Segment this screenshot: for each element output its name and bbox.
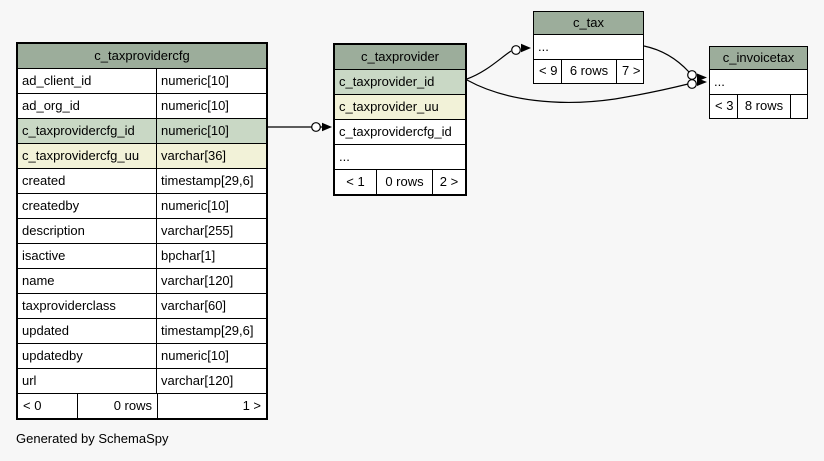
column-type: varchar[255] [161, 223, 234, 238]
column-name: description [18, 219, 157, 243]
table-row: created timestamp[29,6] [18, 169, 266, 194]
table-row-primary-key: c_taxprovider_id [335, 70, 465, 95]
column-type: numeric[10] [161, 73, 229, 88]
column-type: numeric[10] [161, 198, 229, 213]
table-row: ad_client_id numeric[10] [18, 69, 266, 94]
row-count: 8 rows [738, 95, 791, 118]
table-row-ellipsis: ... [534, 35, 643, 60]
zero-or-one-symbol [687, 70, 697, 80]
table-title-c-taxprovider[interactable]: c_taxprovider [335, 45, 465, 70]
column-name: url [18, 369, 157, 393]
children-count [791, 95, 807, 118]
column-type: timestamp[29,6] [161, 323, 254, 338]
children-count: 2 > [439, 174, 459, 189]
column-name: c_taxprovidercfg_id [18, 119, 157, 143]
parents-count: < 0 [18, 394, 78, 418]
column-type: varchar[60] [161, 298, 227, 313]
children-count: 1 > [242, 398, 261, 413]
row-count: 0 rows [78, 394, 158, 418]
row-count: 6 rows [562, 60, 617, 83]
table-c-tax: c_tax ... < 9 6 rows 7 > [533, 11, 644, 84]
zero-or-one-symbol [311, 122, 321, 132]
column-name: c_taxprovider_uu [339, 99, 439, 114]
column-name: created [18, 169, 157, 193]
generated-by-text: Generated by SchemaSpy [16, 431, 169, 446]
table-footer: < 0 0 rows 1 > [18, 394, 266, 418]
arrowhead [697, 73, 707, 82]
ellipsis: ... [339, 149, 350, 164]
column-name: createdby [18, 194, 157, 218]
table-row: ad_org_id numeric[10] [18, 94, 266, 119]
ellipsis: ... [714, 74, 725, 89]
ellipsis: ... [538, 39, 549, 54]
table-footer: < 9 6 rows 7 > [534, 60, 643, 83]
column-type: timestamp[29,6] [161, 173, 254, 188]
column-name: ad_client_id [18, 69, 157, 93]
table-title-c-taxprovidercfg[interactable]: c_taxprovidercfg [18, 44, 266, 69]
column-type: numeric[10] [161, 98, 229, 113]
column-name: ad_org_id [18, 94, 157, 118]
table-title-c-tax[interactable]: c_tax [534, 12, 643, 35]
column-name: taxproviderclass [18, 294, 157, 318]
table-row: name varchar[120] [18, 269, 266, 294]
table-row-ellipsis: ... [335, 145, 465, 170]
column-name: name [18, 269, 157, 293]
column-type: numeric[10] [161, 348, 229, 363]
row-count: 0 rows [377, 170, 433, 194]
column-name: c_taxprovidercfg_uu [18, 144, 157, 168]
parents-count: < 9 [534, 60, 562, 83]
column-type: bpchar[1] [161, 248, 216, 263]
table-c-invoicetax: c_invoicetax ... < 3 8 rows [709, 46, 808, 119]
column-type: numeric[10] [161, 123, 229, 138]
parents-count: < 3 [710, 95, 738, 118]
parents-count: < 1 [335, 170, 377, 194]
column-name: isactive [18, 244, 157, 268]
column-name: updated [18, 319, 157, 343]
table-row-primary-key: c_taxprovidercfg_id numeric[10] [18, 119, 266, 144]
table-row: c_taxprovidercfg_id [335, 120, 465, 145]
table-row: updated timestamp[29,6] [18, 319, 266, 344]
table-row-ellipsis: ... [710, 70, 807, 95]
table-title-c-invoicetax[interactable]: c_invoicetax [710, 47, 807, 70]
table-row: createdby numeric[10] [18, 194, 266, 219]
connector-tax-to-invoicetax [643, 45, 690, 73]
column-type: varchar[120] [161, 373, 234, 388]
table-row: updatedby numeric[10] [18, 344, 266, 369]
arrowhead [521, 43, 531, 53]
arrowhead [697, 78, 707, 86]
zero-or-one-symbol [511, 45, 521, 55]
table-c-taxprovidercfg: c_taxprovidercfg ad_client_id numeric[10]… [16, 42, 268, 420]
table-row: url varchar[120] [18, 369, 266, 394]
table-row-unique: c_taxprovidercfg_uu varchar[36] [18, 144, 266, 169]
table-c-taxprovider: c_taxprovider c_taxprovider_id c_taxprov… [333, 43, 467, 196]
column-type: varchar[120] [161, 273, 234, 288]
column-name: c_taxprovider_id [339, 74, 435, 89]
connector-provider-to-tax [466, 50, 512, 80]
children-count: 7 > [622, 63, 641, 78]
table-row: taxproviderclass varchar[60] [18, 294, 266, 319]
zero-or-one-symbol [687, 79, 697, 89]
column-type: varchar[36] [161, 148, 227, 163]
table-footer: < 1 0 rows 2 > [335, 170, 465, 194]
table-footer: < 3 8 rows [710, 95, 807, 118]
table-row-unique: c_taxprovider_uu [335, 95, 465, 120]
table-row: isactive bpchar[1] [18, 244, 266, 269]
column-name: c_taxprovidercfg_id [339, 124, 452, 139]
table-row: description varchar[255] [18, 219, 266, 244]
arrowhead [322, 122, 332, 132]
column-name: updatedby [18, 344, 157, 368]
